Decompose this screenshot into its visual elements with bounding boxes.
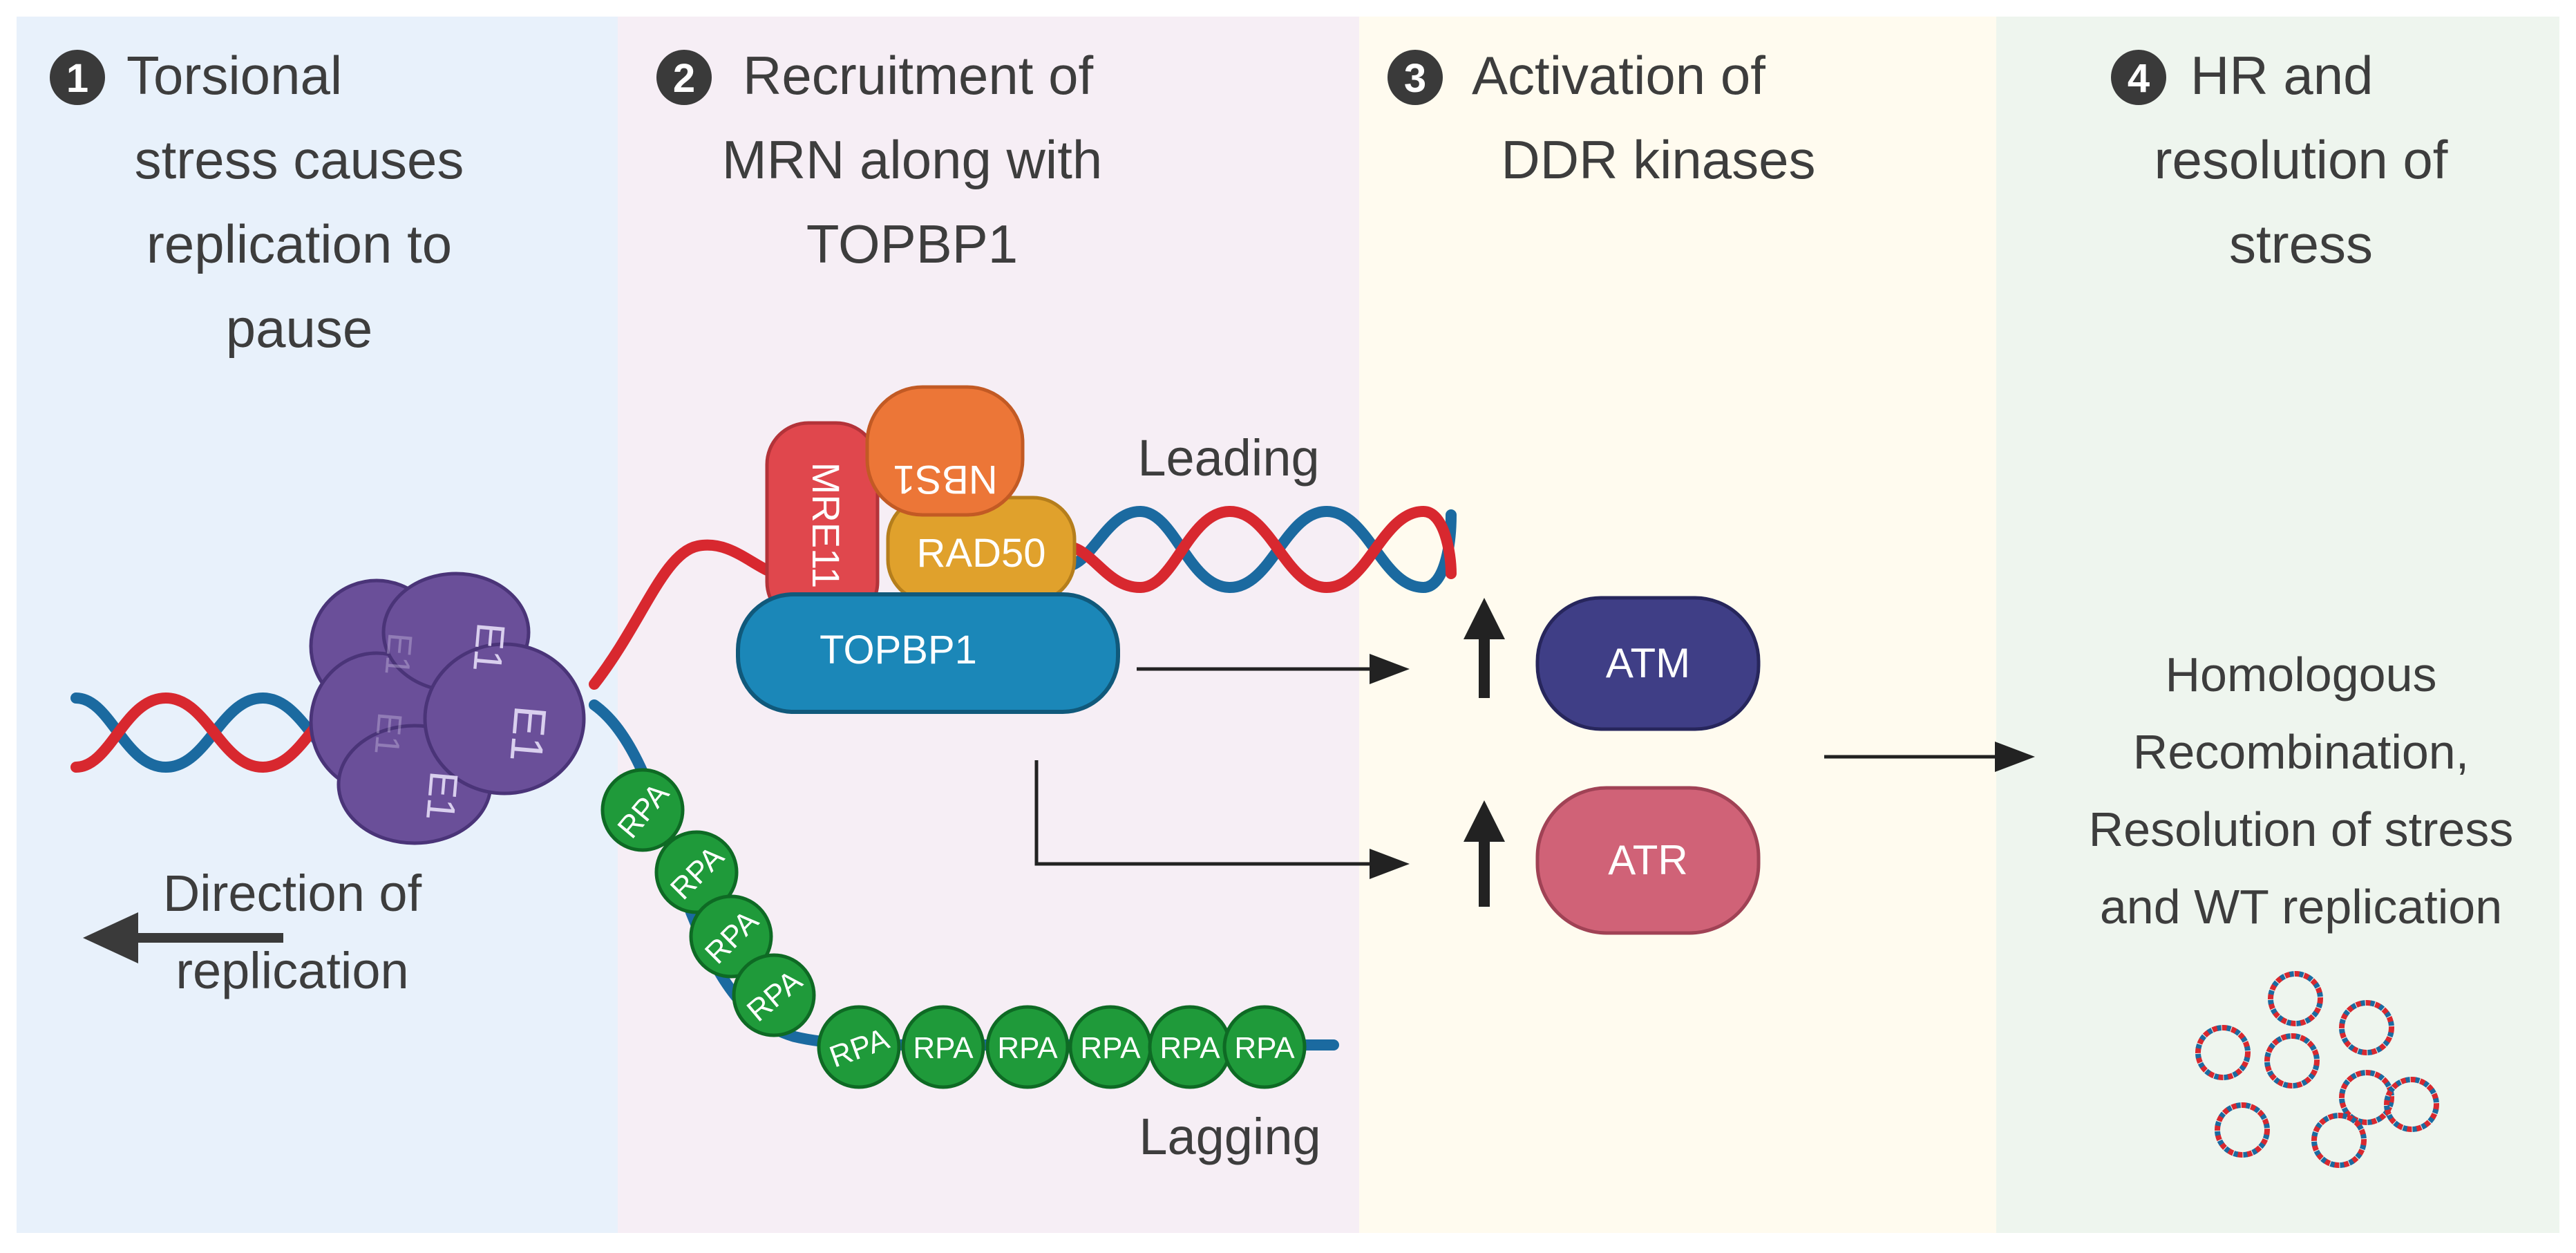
e1-label: E1 (377, 632, 419, 677)
atm-shape (1535, 596, 1761, 731)
outcome-line-1: Homologous (2166, 648, 2437, 701)
outcome-line-2: Recombination, (2133, 725, 2469, 779)
atr-kinase: ATR (1535, 786, 1761, 935)
rpa-protein (689, 894, 773, 979)
episome-red-strand (2215, 1102, 2270, 1158)
rpa-protein (817, 1005, 901, 1089)
panel-4-title-line-1: HR and (2190, 45, 2373, 106)
e1-helicase: E1 E1 E1 E1 E1 (309, 572, 586, 845)
step-3-number: 3 (1404, 56, 1426, 101)
episome-red-strand (2264, 1033, 2320, 1089)
nbs1-label: NBS1 (893, 457, 998, 502)
nbs1-protein (865, 385, 1025, 517)
step-1-badge (50, 50, 105, 105)
rpa-protein (654, 830, 739, 914)
episome-red-strand (2339, 1000, 2394, 1055)
rad50-label: RAD50 (917, 531, 1046, 576)
outcome-text: Homologous Recombination, Resolution of … (2089, 648, 2514, 934)
leading-strand-label: Leading (1137, 429, 1319, 487)
rpa-label: RPA (1234, 1031, 1295, 1065)
panel-1-title-line-4: pause (226, 298, 373, 359)
panel-1-title-line-1: Torsional (126, 45, 342, 106)
step-2-badge (656, 50, 712, 105)
panel-1-title-line-3: replication to (146, 214, 452, 274)
rpa-label: RPA (1080, 1031, 1141, 1065)
arrow-head (1464, 800, 1505, 842)
direction-label-line-2: replication (176, 942, 408, 999)
upregulation-arrow-atr (1464, 800, 1505, 907)
lagging-strand-label: Lagging (1139, 1108, 1320, 1165)
panel-3-title-line-1: Activation of (1472, 45, 1765, 106)
rpa-label: RPA (913, 1031, 974, 1065)
e1-label: E1 (367, 711, 409, 757)
panel-1-header: 1 Torsional stress causes replication to… (50, 45, 464, 359)
step-2-number: 2 (673, 56, 695, 101)
arrow-head (1370, 849, 1410, 879)
panel-2-title-line-1: Recruitment of (743, 45, 1094, 106)
direction-arrow-head (83, 912, 138, 963)
mrn-complex: MRE11 RAD50 NBS1 TOPBP1 (736, 385, 1120, 714)
rpa-label: RPA (997, 1031, 1058, 1065)
rpa-protein (1222, 1005, 1307, 1089)
episome-red-strand (2268, 971, 2323, 1026)
rpa-label: RPA (1159, 1031, 1220, 1065)
panel-4-background (1996, 17, 2559, 1233)
atm-label: ATM (1606, 640, 1690, 686)
arrow-head (1370, 654, 1410, 684)
panel-4-title-line-2: resolution of (2154, 129, 2448, 190)
episome-red-strand (2195, 1025, 2251, 1080)
outcome-line-3: Resolution of stress (2089, 802, 2514, 856)
atr-label: ATR (1608, 837, 1688, 883)
panel-4-title-line-3: stress (2229, 214, 2373, 274)
arrow-head (1995, 742, 2035, 772)
kinases-to-outcome-arrow (1824, 742, 2035, 772)
panel-3-title-line-2: DDR kinases (1501, 129, 1815, 190)
panel-1-title-line-2: stress causes (135, 129, 464, 190)
arrow-head (1464, 598, 1505, 639)
step-4-number: 4 (2128, 56, 2150, 101)
leading-dna-helix (1059, 505, 1457, 594)
upregulation-arrow-atm (1464, 598, 1505, 698)
leading-red-strand (589, 539, 773, 690)
atm-kinase: ATM (1535, 596, 1761, 731)
panel-2-title-line-3: TOPBP1 (806, 214, 1018, 274)
e1-label: E1 (501, 704, 557, 764)
mre11-label: MRE11 (804, 462, 848, 589)
direction-of-replication: Direction of replication (83, 865, 422, 999)
episome-red-strand (2311, 1113, 2367, 1168)
topbp1-protein (736, 592, 1120, 714)
e1-label: E1 (417, 770, 466, 822)
panel-2-title-line-2: MRN along with (722, 129, 1103, 190)
step-3-badge (1388, 50, 1443, 105)
atr-shape (1535, 786, 1761, 935)
replicated-episomes (2195, 971, 2439, 1168)
rpa-protein (732, 953, 816, 1037)
e1-label: E1 (464, 621, 513, 674)
rpa-protein (600, 768, 685, 852)
panel-3-header: 3 Activation of DDR kinases (1388, 45, 1816, 190)
step-4-badge (2111, 50, 2166, 105)
leading-red-helix (1059, 505, 1457, 594)
episome-red-strand (2384, 1077, 2439, 1132)
outcome-line-4: and WT replication (2100, 880, 2502, 934)
panel-4-header: 4 HR and resolution of stress (2111, 45, 2448, 274)
topbp1-label: TOPBP1 (820, 628, 977, 672)
episome-red-strand (2339, 1070, 2394, 1125)
panel-2-header: 2 Recruitment of MRN along with TOPBP1 (656, 45, 1102, 274)
topbp1-to-atr-arrow (1034, 760, 1410, 879)
rpa-protein (985, 1005, 1070, 1089)
arrow-shaft (1034, 760, 1372, 866)
e1-subunit (423, 642, 586, 795)
direction-label-line-1: Direction of (163, 865, 422, 922)
rpa-protein (901, 1005, 985, 1089)
topbp1-to-atm-arrow (1137, 654, 1410, 684)
step-1-number: 1 (66, 56, 88, 101)
